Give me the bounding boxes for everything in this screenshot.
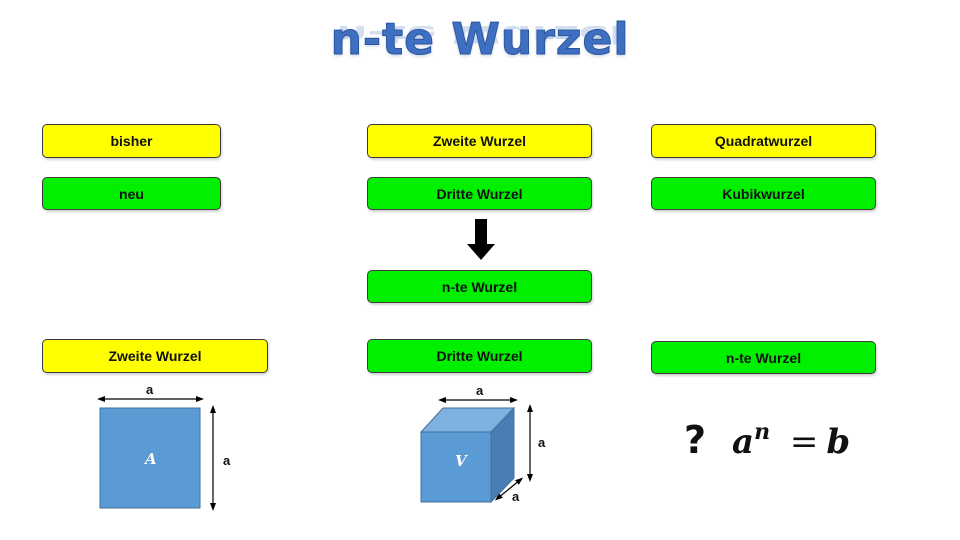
label-nte-wurzel-bottom: n-te Wurzel bbox=[651, 341, 876, 374]
square-diagram bbox=[97, 396, 216, 511]
cube-diagram bbox=[419, 397, 533, 504]
label-quadratwurzel: Quadratwurzel bbox=[651, 124, 876, 158]
formula-equals: = bbox=[789, 422, 819, 462]
square-side-top-label: a bbox=[146, 382, 154, 397]
down-arrow-icon bbox=[467, 219, 495, 260]
formula-result: b bbox=[826, 422, 851, 462]
label-bisher: bisher bbox=[42, 124, 221, 158]
label-neu: neu bbox=[42, 177, 221, 210]
label-dritte-wurzel: Dritte Wurzel bbox=[367, 177, 592, 210]
cube-side-right-label: a bbox=[538, 435, 546, 450]
cube-side-depth-label: a bbox=[512, 489, 520, 504]
label-zweite-wurzel-bottom: Zweite Wurzel bbox=[42, 339, 268, 373]
formula: ? an =b bbox=[684, 418, 850, 462]
label-dritte-wurzel-bottom: Dritte Wurzel bbox=[367, 339, 592, 373]
label-kubikwurzel: Kubikwurzel bbox=[651, 177, 876, 210]
page-title: n-te Wurzel bbox=[330, 14, 630, 66]
label-nte-wurzel-result: n-te Wurzel bbox=[367, 270, 592, 303]
cube-side-top-label: a bbox=[476, 383, 484, 398]
question-mark: ? bbox=[684, 418, 707, 462]
square-side-right-label: a bbox=[223, 453, 231, 468]
cube-volume-label: V bbox=[455, 452, 467, 470]
formula-exponent: n bbox=[754, 419, 771, 445]
square-area-label: A bbox=[145, 450, 157, 468]
label-zweite-wurzel: Zweite Wurzel bbox=[367, 124, 592, 158]
formula-base: a bbox=[732, 422, 755, 462]
